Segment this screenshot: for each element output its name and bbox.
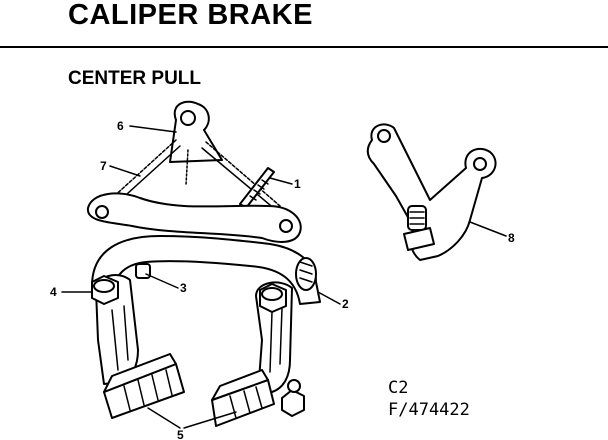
callout-6: 6: [117, 119, 124, 133]
brake-yoke: [86, 192, 302, 243]
cable-hanger: [169, 100, 223, 186]
right-brake-arm: [255, 281, 293, 395]
callout-3: 3: [180, 281, 187, 295]
pivot-nut-right: [259, 283, 287, 313]
pivot-spring: [295, 257, 317, 291]
pivot-nut-left: [91, 275, 119, 305]
callout-8: 8: [508, 231, 515, 245]
part-number: F/474422: [388, 400, 470, 420]
title-divider: [0, 46, 608, 48]
brake-shoe-left: [103, 353, 185, 419]
callout-4: 4: [50, 285, 57, 299]
diagram-code: C2: [388, 378, 409, 398]
cable-hanger-bracket: [366, 123, 497, 261]
mounting-bolt: [239, 167, 275, 209]
brake-shoe-right: [211, 369, 275, 427]
arm-pivot-boss: [135, 263, 151, 279]
leader-lines: [61, 125, 507, 429]
shoe-nut: [281, 379, 305, 417]
brake-arch: [91, 235, 321, 305]
callout-2: 2: [342, 297, 349, 311]
callout-1: 1: [294, 177, 301, 191]
page-title: CALIPER BRAKE: [68, 0, 313, 31]
callout-7: 7: [100, 159, 107, 173]
section-subtitle: CENTER PULL: [68, 68, 201, 89]
callout-5: 5: [177, 428, 184, 440]
